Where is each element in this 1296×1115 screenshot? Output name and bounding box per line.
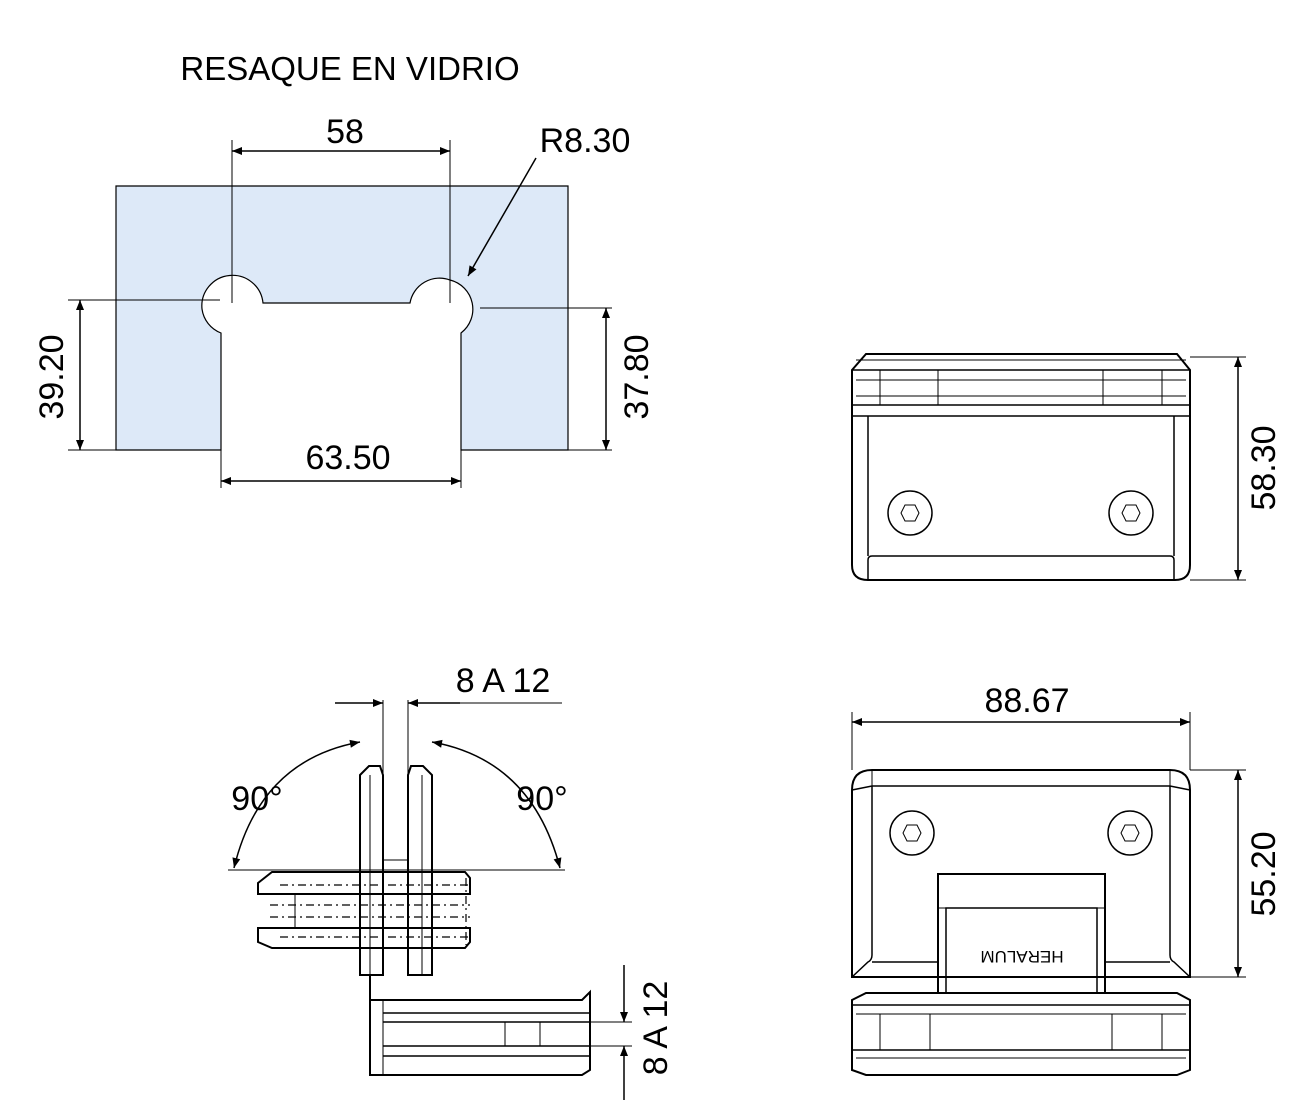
dim-left-height: 39.20 bbox=[33, 334, 71, 419]
angle-arc-left bbox=[232, 739, 361, 869]
hinge-top-outline bbox=[851, 353, 1191, 581]
dim-bottom-width: 63.50 bbox=[305, 439, 390, 477]
dim-angle-left: 90° bbox=[231, 780, 282, 818]
dim-front-height: 55.20 bbox=[1245, 831, 1283, 916]
dim-top-width: 58 bbox=[326, 113, 364, 151]
dim-glass-bottom: 8 A 12 bbox=[637, 981, 675, 1076]
dim-top-view-height: 58.30 bbox=[1245, 425, 1283, 510]
hinge-front-view: 88.67 HERALUM 55.20 bbox=[851, 682, 1283, 1076]
front-screw-right bbox=[1107, 810, 1153, 856]
glass-panel bbox=[115, 185, 569, 451]
glass-cutout-view: 58 R8.30 39.20 37.80 63.50 bbox=[33, 113, 656, 488]
screw-right bbox=[1108, 490, 1154, 536]
screw-left bbox=[887, 490, 933, 536]
brand-label: HERALUM bbox=[980, 947, 1063, 966]
dim-radius: R8.30 bbox=[540, 122, 631, 160]
drawing-title: RESAQUE EN VIDRIO bbox=[180, 50, 519, 87]
dim-glass-top: 8 A 12 bbox=[456, 662, 551, 700]
radius-leader bbox=[467, 157, 537, 277]
dim-right-height: 37.80 bbox=[618, 334, 656, 419]
dim-angle-right: 90° bbox=[516, 780, 567, 818]
dim-front-width: 88.67 bbox=[984, 682, 1069, 720]
hinge-side-view: 8 A 12 90° 90° bbox=[228, 662, 675, 1100]
front-screw-left bbox=[889, 810, 935, 856]
hinge-top-view: 58.30 bbox=[851, 353, 1283, 581]
angle-arc-right bbox=[431, 739, 562, 869]
